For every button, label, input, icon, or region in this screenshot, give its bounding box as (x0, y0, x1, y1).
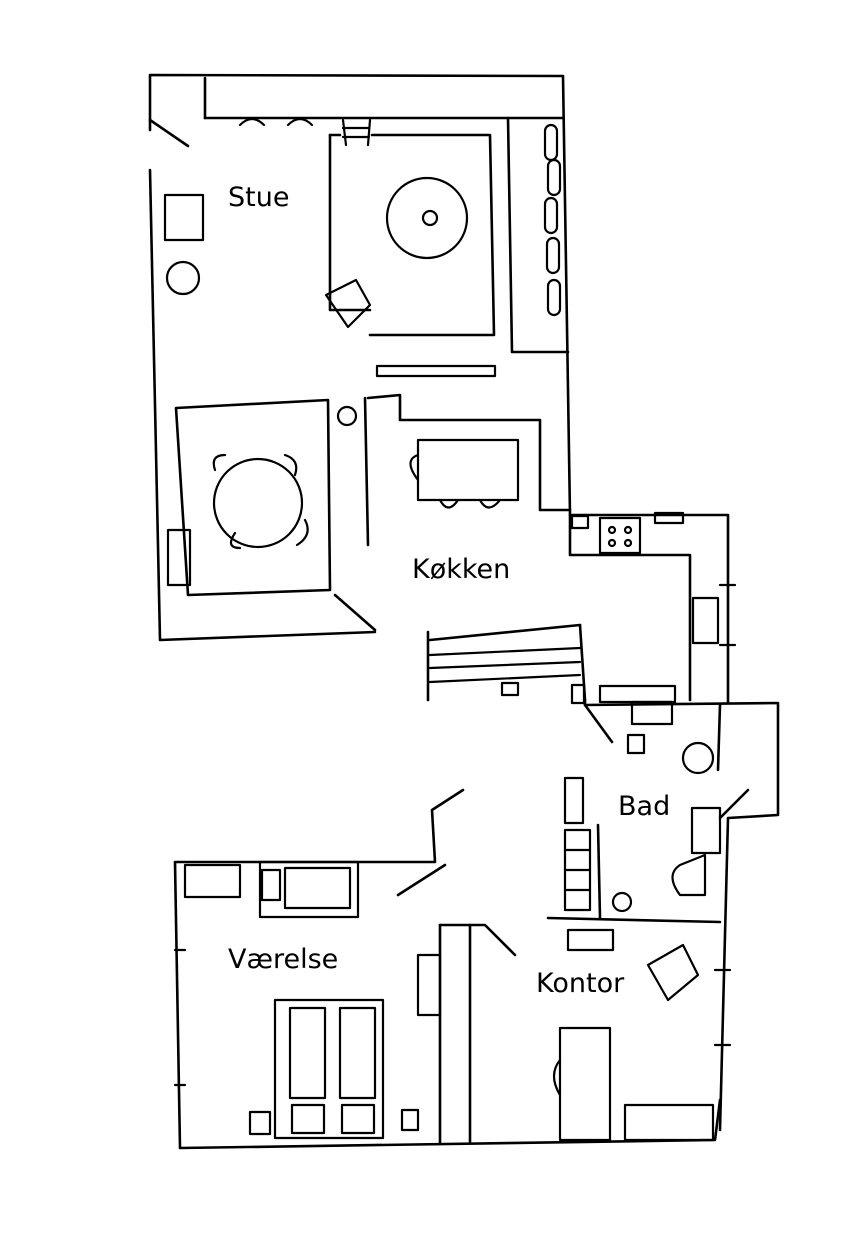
office-chair (646, 943, 700, 1002)
furniture (163, 117, 722, 1142)
dining-table (212, 457, 304, 549)
walls (148, 73, 780, 1150)
armchair (324, 278, 372, 329)
sink (691, 596, 720, 645)
room-labels: Stue Køkken Bad Værelse Kontor (228, 182, 670, 999)
stove (598, 516, 642, 555)
kitchen-table (416, 438, 520, 502)
room-label-kontor: Kontor (536, 968, 625, 999)
desk (558, 1026, 612, 1142)
room-label-bad: Bad (618, 791, 670, 822)
room-label-stue: Stue (228, 182, 289, 213)
round-rug (385, 176, 469, 260)
toilet (671, 853, 707, 897)
room-label-kokken: Køkken (412, 554, 510, 585)
armchair (163, 193, 205, 242)
room-label-vaerelse: Værelse (228, 944, 338, 975)
double-bed (273, 998, 385, 1140)
